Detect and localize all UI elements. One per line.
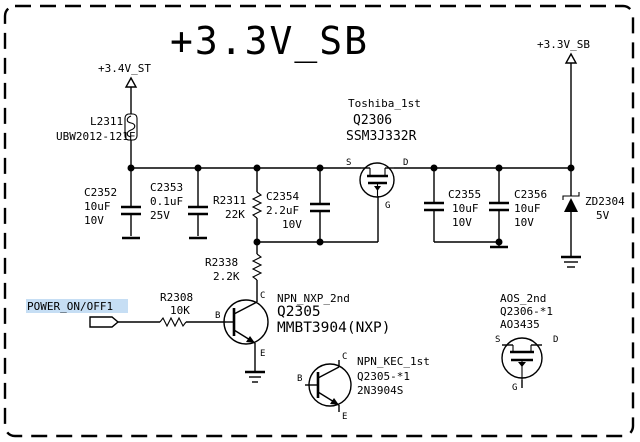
net-label-highlight — [26, 299, 128, 313]
zd2304-ref: ZD2304 — [585, 195, 625, 208]
q2306-alt-brand: AOS_2nd — [500, 292, 546, 305]
power-on-off-label: POWER_ON/OFF1 — [27, 300, 113, 313]
q2305-part: MMBT3904(NXP) — [277, 320, 391, 336]
q2305-alt-pin-e: E — [342, 412, 347, 422]
q2305-pin-e: E — [260, 349, 265, 359]
mosfet-q2306: S D G Toshiba_1st Q2306 SSM3J332R — [346, 97, 421, 211]
page-title: +3.3V_SB — [170, 19, 369, 64]
q2305-brand: NPN_NXP_2nd — [277, 292, 350, 305]
q2305-alt-pin-c: C — [342, 352, 347, 362]
q2306-alt-pin-g: G — [512, 383, 517, 393]
resistor-r2308: R2308 10K — [159, 291, 226, 328]
r2338-ref: R2338 — [205, 256, 238, 269]
r2311-ref: R2311 — [213, 194, 246, 207]
q2305-alt-ref: Q2305-*1 — [357, 370, 410, 383]
q2306-pin-g: G — [385, 201, 390, 211]
transistor-q2305-alt: B C E NPN_KEC_1st Q2305-*1 2N3904S — [297, 352, 430, 422]
output-rail-label: +3.3V_SB — [537, 38, 590, 51]
transistor-q2305: B C E NPN_NXP_2nd Q2305 MMBT3904(NXP) — [215, 291, 391, 383]
output-rail-symbol: +3.3V_SB — [537, 38, 590, 64]
resistor-r2338: R2338 2.2K — [205, 253, 263, 302]
c2355-voltage: 10V — [452, 216, 472, 229]
capacitor-c2355: C2355 10uF 10V — [424, 168, 481, 242]
c2356-value: 10uF — [514, 202, 541, 215]
inductor-ref: L2311 — [90, 115, 123, 128]
capacitor-c2354: C2354 2.2uF 10V — [266, 168, 330, 242]
c2353-ref: C2353 — [150, 181, 183, 194]
c2353-value: 0.1uF — [150, 195, 183, 208]
capacitor-c2352: C2352 10uF 10V — [84, 168, 141, 240]
r2338-value: 2.2K — [213, 270, 240, 283]
c2352-value: 10uF — [84, 200, 111, 213]
q2306-alt-pin-s: S — [495, 335, 500, 345]
c2355-ref: C2355 — [448, 188, 481, 201]
c2353-voltage: 25V — [150, 209, 170, 222]
c2355-value: 10uF — [452, 202, 479, 215]
q2306-alt-pin-d: D — [553, 335, 558, 345]
inductor-l2311: L2311 UBW2012-121F — [56, 113, 138, 143]
r2308-ref: R2308 — [160, 291, 193, 304]
q2305-pin-b: B — [215, 311, 220, 321]
q2305-alt-brand: NPN_KEC_1st — [357, 355, 430, 368]
c2356-voltage: 10V — [514, 216, 534, 229]
junction-dots — [127, 164, 575, 246]
q2305-ref: Q2305 — [277, 304, 321, 320]
resistor-r2311: R2311 22K — [213, 168, 263, 254]
capacitor-c2353: C2353 0.1uF 25V — [150, 168, 208, 240]
q2306-pin-s: S — [346, 158, 351, 168]
r2308-value: 10K — [170, 304, 190, 317]
mosfet-q2306-alt: S D G AOS_2nd Q2306-*1 AO3435 — [495, 292, 558, 393]
q2305-alt-part: 2N3904S — [357, 384, 403, 397]
q2306-part: SSM3J332R — [346, 129, 417, 144]
q2306-ref: Q2306 — [353, 113, 392, 128]
input-rail-symbol: +3.4V_ST — [98, 62, 151, 88]
zd2304-value: 5V — [596, 209, 610, 222]
capacitor-c2356: C2356 10uF 10V — [489, 168, 547, 242]
zener-zd2304: ZD2304 5V — [561, 168, 625, 268]
c2352-voltage: 10V — [84, 214, 104, 227]
r2311-value: 22K — [225, 208, 245, 221]
c2354-voltage: 10V — [282, 218, 302, 231]
inductor-value: UBW2012-121F — [56, 130, 135, 143]
c2352-ref: C2352 — [84, 186, 117, 199]
c2354-ref: C2354 — [266, 190, 299, 203]
c2356-ref: C2356 — [514, 188, 547, 201]
q2306-brand: Toshiba_1st — [348, 97, 421, 110]
q2306-alt-part: AO3435 — [500, 318, 540, 331]
input-rail-label: +3.4V_ST — [98, 62, 151, 75]
q2306-pin-d: D — [403, 158, 408, 168]
power-on-off-net: POWER_ON/OFF1 — [26, 299, 160, 328]
q2305-alt-pin-b: B — [297, 374, 302, 384]
q2305-pin-c: C — [260, 291, 265, 301]
q2306-alt-ref: Q2306-*1 — [500, 305, 553, 318]
sheet-border — [3, 4, 635, 438]
c2354-value: 2.2uF — [266, 204, 299, 217]
